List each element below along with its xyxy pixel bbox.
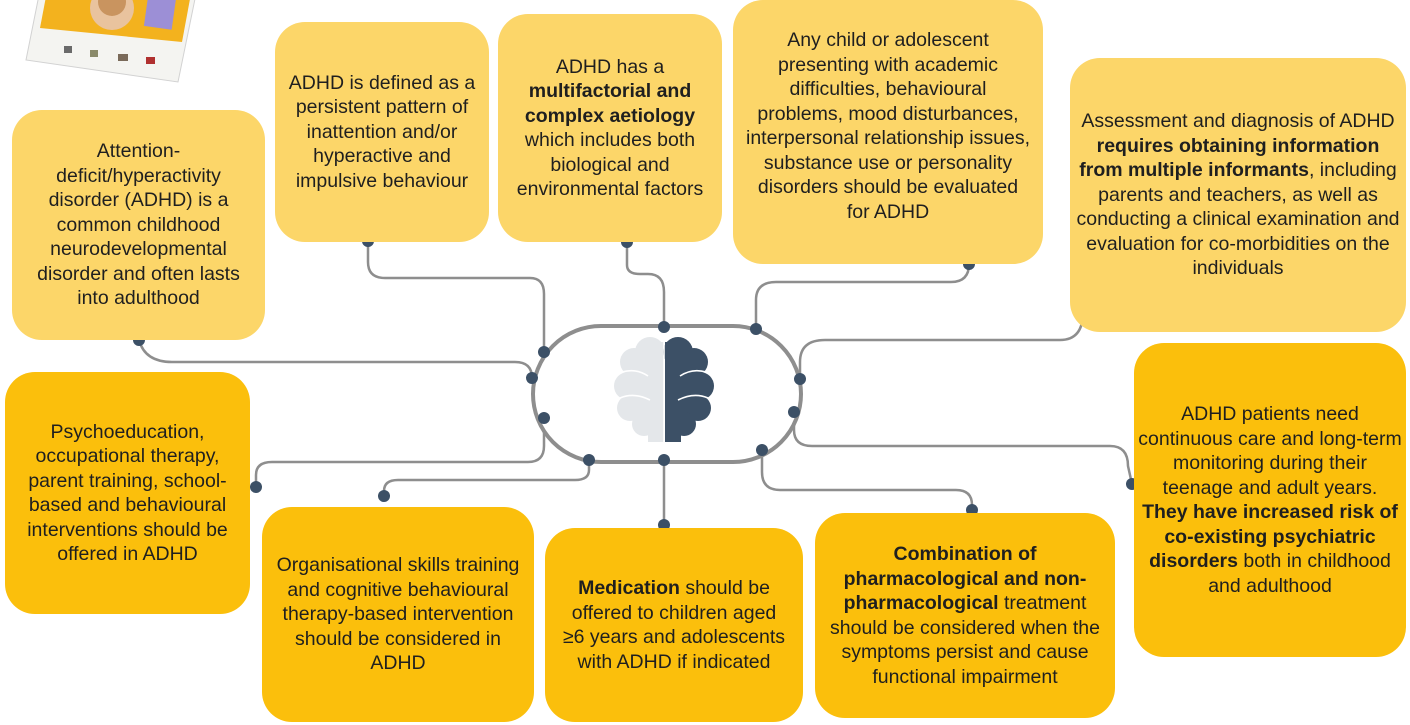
box-organisational: Organisational skills training and cogni… <box>262 507 534 722</box>
text-segment: Assessment and diagnosis of ADHD <box>1081 110 1395 133</box>
box-continuous-care: ADHD patients need continuous care and l… <box>1134 343 1406 657</box>
box-aetiology: ADHD has a multifactorial and complex ae… <box>498 14 722 242</box>
text-segment: ADHD patients need continuous care and l… <box>1138 403 1402 499</box>
bold-text-segment: Medication <box>578 577 680 599</box>
box-psychoeducation: Psychoeducation, occupational therapy, p… <box>5 372 250 614</box>
bold-text-segment: requires obtaining information from mult… <box>1079 134 1380 182</box>
node-definition-pattern-hub <box>538 346 550 358</box>
node-psychoeducation-box <box>250 481 262 493</box>
node-assessment-hub <box>794 373 806 385</box>
connector-combination <box>760 448 974 512</box>
node-organisational-hub <box>583 454 595 466</box>
connector-definition-pattern <box>366 239 546 354</box>
box-combination-text: Combination of pharmacological and non-p… <box>827 542 1103 689</box>
box-psychoeducation-text: Psychoeducation, occupational therapy, p… <box>13 420 242 567</box>
node-psychoeducation-hub <box>538 412 550 424</box>
text-segment: treatment should be considered when the … <box>830 592 1100 688</box>
guideline-cover-image <box>25 0 196 83</box>
node-organisational-box <box>378 490 390 502</box>
text-segment: Attention-deficit/hyperactivity disorder… <box>37 140 240 310</box>
node-evaluation-hub <box>750 323 762 335</box>
box-continuous-care-text: ADHD patients need continuous care and l… <box>1138 402 1402 598</box>
connector-psychoeducation <box>254 416 546 489</box>
box-definition-pattern: ADHD is defined as a persistent pattern … <box>275 22 489 242</box>
box-definition-pattern-text: ADHD is defined as a persistent pattern … <box>279 71 485 194</box>
text-segment: ADHD is defined as a persistent pattern … <box>288 71 476 192</box>
box-definition-intro: Attention-deficit/hyperactivity disorder… <box>12 110 265 340</box>
box-assessment-text: Assessment and diagnosis of ADHD require… <box>1074 109 1402 281</box>
connector-organisational <box>382 458 591 498</box>
connector-aetiology <box>625 240 666 329</box>
connector-evaluation <box>754 262 971 331</box>
box-evaluation-text: Any child or adolescent presenting with … <box>745 28 1031 224</box>
bold-text-segment: They have increased risk of co-existing … <box>1142 501 1398 572</box>
text-segment: ADHD has a <box>555 55 665 78</box>
box-evaluation: Any child or adolescent presenting with … <box>733 0 1043 264</box>
box-assessment: Assessment and diagnosis of ADHD require… <box>1070 58 1406 332</box>
central-brain-hub <box>531 324 803 464</box>
text-segment: which includes both biological and envir… <box>516 129 704 200</box>
bold-text-segment: multifactorial and complex aetiology <box>524 80 696 127</box>
text-segment: should be offered to children aged ≥6 ye… <box>562 577 786 673</box>
text-segment: Organisational skills training and cogni… <box>276 554 520 675</box>
node-aetiology-hub <box>658 321 670 333</box>
text-segment: both in childhood and adulthood <box>1208 550 1391 597</box>
node-continuous-care-hub <box>788 406 800 418</box>
brain-icon <box>614 337 714 446</box>
connector-lines <box>137 239 1134 527</box>
text-segment: Any child or adolescent presenting with … <box>746 29 1030 223</box>
connector-definition-intro <box>137 338 534 380</box>
box-medication: Medication should be offered to children… <box>545 528 803 722</box>
node-medication-hub <box>658 454 670 466</box>
text-segment: Psychoeducation, occupational therapy, p… <box>27 420 228 566</box>
bold-text-segment: Combination of pharmacological and non-p… <box>843 543 1087 614</box>
box-definition-intro-text: Attention-deficit/hyperactivity disorder… <box>20 139 257 311</box>
node-combination-hub <box>756 444 768 456</box>
connector-continuous-care <box>792 410 1134 486</box>
node-definition-intro-hub <box>526 372 538 384</box>
box-medication-text: Medication should be offered to children… <box>559 576 789 674</box>
box-combination: Combination of pharmacological and non-p… <box>815 513 1115 718</box>
text-segment: , including parents and teachers, as wel… <box>1076 159 1400 280</box>
connector-assessment <box>798 310 1085 381</box>
box-organisational-text: Organisational skills training and cogni… <box>270 553 526 676</box>
box-aetiology-text: ADHD has a multifactorial and complex ae… <box>500 55 720 202</box>
